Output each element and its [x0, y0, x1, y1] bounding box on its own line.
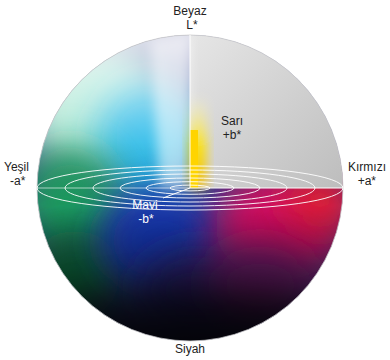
sphere-colors	[20, 30, 360, 360]
axis-label: Siyah	[175, 342, 205, 356]
axis-label: Yeşil	[4, 160, 29, 174]
axis-label: Sarı	[221, 114, 243, 128]
axis-label: Mavi	[132, 198, 157, 212]
sphere-outline	[37, 35, 343, 341]
axis-symbol: -b*	[138, 212, 153, 226]
axis-label: Beyaz	[173, 4, 206, 18]
axis-symbol: +b*	[223, 128, 241, 142]
axis-symbol: L*	[186, 18, 197, 32]
axis-lines	[37, 35, 343, 198]
axis-symbol: +a*	[358, 174, 376, 188]
axis-symbol: -a*	[10, 174, 25, 188]
axis-label: Kırmızı	[348, 160, 386, 174]
